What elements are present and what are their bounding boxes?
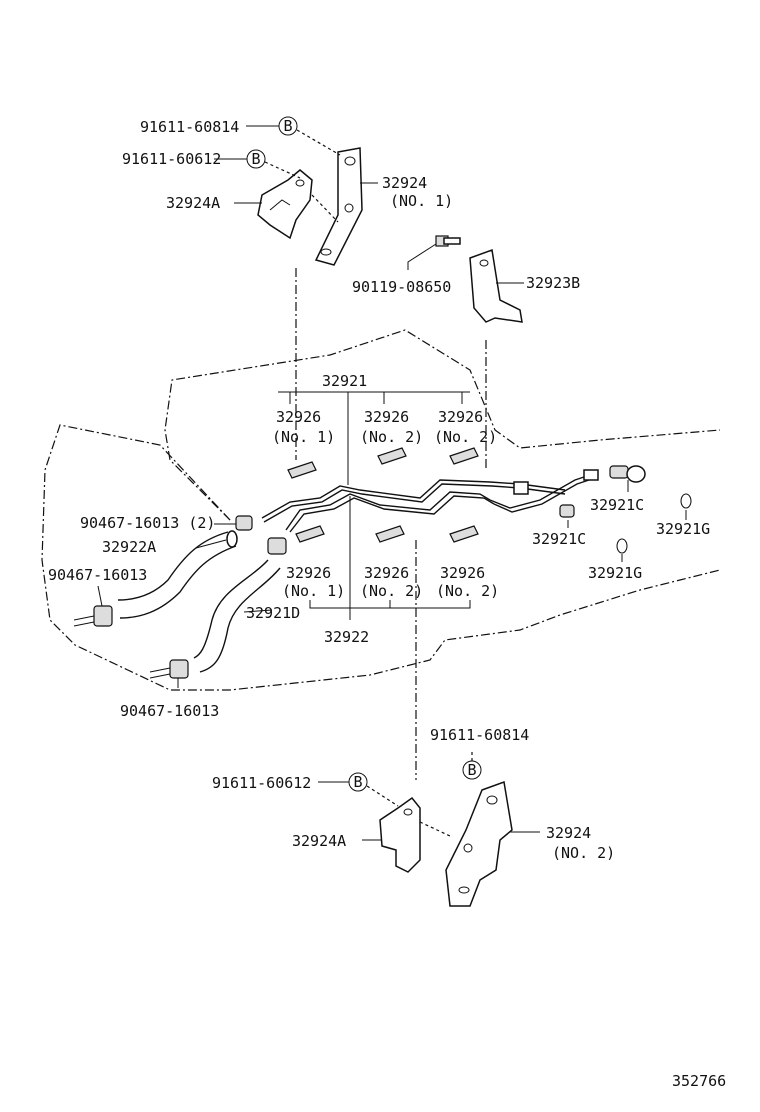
- transmission-outline: [41, 329, 721, 691]
- label-clamp-bot-mid: 32926: [364, 564, 409, 582]
- label-union-32921c-mid: 32921C: [532, 530, 586, 548]
- b-marker-lower-1: B: [462, 760, 482, 780]
- fuel-tubes: [261, 474, 593, 533]
- label-hose-clip-left: 90467-16013: [48, 566, 147, 584]
- b-marker-upper-2: B: [246, 149, 266, 169]
- hose-clip-bottom: [149, 659, 189, 679]
- label-clamp-bot-mid-sub: (No. 2): [360, 582, 423, 600]
- bracket-32924a-upper: [257, 169, 313, 240]
- label-clamp-bot-left: 32926: [286, 564, 331, 582]
- hose-clip-connector: [267, 537, 287, 555]
- label-clamp-top-left: 32926: [276, 408, 321, 426]
- label-clamp-top-right-sub: (No. 2): [434, 428, 497, 446]
- gasket-32921g-right: [680, 493, 692, 509]
- label-clamp-top-right: 32926: [438, 408, 483, 426]
- label-bolt-upper-b: 91611-60814: [140, 118, 239, 136]
- label-clamp-top-mid: 32926: [364, 408, 409, 426]
- label-bracket-32924-no2-sub: (NO. 2): [552, 844, 615, 862]
- hose-32921d: [193, 559, 281, 673]
- bracket-32923b: [469, 248, 523, 323]
- b-marker-lower-2-label: B: [353, 773, 362, 791]
- figure-number: 352766: [672, 1072, 726, 1090]
- label-hose-32921d: 32921D: [246, 604, 300, 622]
- hose-clip-left: [73, 605, 113, 627]
- label-bracket-32924a-upper: 32924A: [166, 194, 220, 212]
- label-hose-clip-upper: 90467-16013 (2): [80, 514, 215, 532]
- label-tube-32922: 32922: [324, 628, 369, 646]
- bracket-32924-no2: [445, 780, 513, 907]
- clamp-32926-bot-2: [375, 525, 405, 543]
- clamp-32926-top-2: [377, 447, 407, 465]
- b-marker-lower-1-label: B: [467, 761, 476, 779]
- label-gasket-32921g-mid: 32921G: [588, 564, 642, 582]
- label-tube-group-32921: 32921: [322, 372, 367, 390]
- hose-32922a: [117, 530, 238, 619]
- clamp-32926-bot-3: [449, 525, 479, 543]
- label-bracket-32924-no1-sub: (NO. 1): [390, 192, 453, 210]
- bolt-90119: [435, 235, 461, 247]
- label-bolt-lower-b2: 91611-60612: [212, 774, 311, 792]
- bracket-32924-no1: [314, 147, 363, 266]
- hose-clip-upper: [235, 515, 253, 531]
- label-clamp-top-mid-sub: (No. 2): [360, 428, 423, 446]
- b-marker-upper-1-label: B: [283, 117, 292, 135]
- union-32921c-mid: [513, 481, 575, 518]
- gasket-32921g-mid: [616, 538, 628, 554]
- bracket-32924a-lower: [379, 796, 421, 873]
- label-bolt-upper-b2: 91611-60612: [122, 150, 221, 168]
- label-hose-32922a: 32922A: [102, 538, 156, 556]
- label-clamp-bot-right: 32926: [440, 564, 485, 582]
- label-clamp-top-left-sub: (No. 1): [272, 428, 335, 446]
- clamp-32926-top-1: [287, 461, 317, 479]
- label-bolt-90119: 90119-08650: [352, 278, 451, 296]
- label-bracket-32923b: 32923B: [526, 274, 580, 292]
- label-bolt-lower-b: 91611-60814: [430, 726, 529, 744]
- label-union-32921c-right: 32921C: [590, 496, 644, 514]
- clamp-32926-top-3: [449, 447, 479, 465]
- b-marker-lower-2: B: [348, 772, 368, 792]
- label-bracket-32924a-lower: 32924A: [292, 832, 346, 850]
- union-32921c-right: [583, 465, 646, 483]
- b-marker-upper-1: B: [278, 116, 298, 136]
- label-gasket-32921g-right: 32921G: [656, 520, 710, 538]
- clamp-32926-bot-1: [295, 525, 325, 543]
- b-marker-upper-2-label: B: [251, 150, 260, 168]
- label-bracket-32924-no2: 32924: [546, 824, 591, 842]
- label-clamp-bot-left-sub: (No. 1): [282, 582, 345, 600]
- label-hose-clip-bottom: 90467-16013: [120, 702, 219, 720]
- label-bracket-32924-no1: 32924: [382, 174, 427, 192]
- label-clamp-bot-right-sub: (No. 2): [436, 582, 499, 600]
